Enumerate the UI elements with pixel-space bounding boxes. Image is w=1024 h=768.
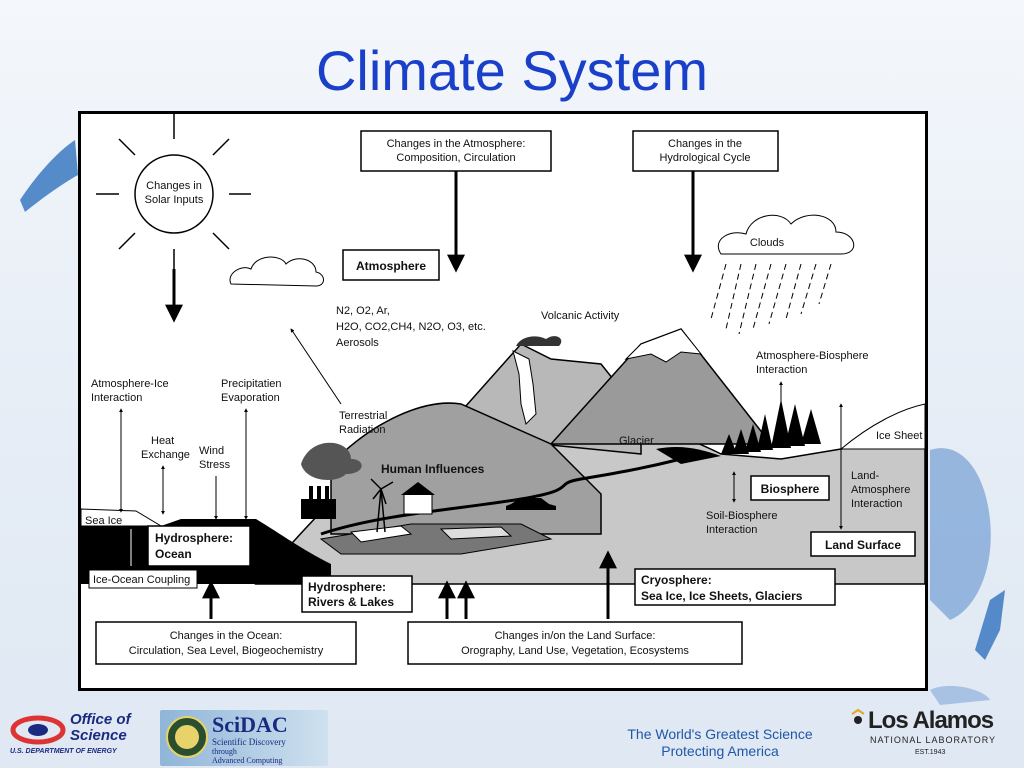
lanl-subtitle: NATIONAL LABORATORY xyxy=(870,735,997,745)
tagline-line1: The World's Greatest Science xyxy=(627,726,813,742)
gases-line1: N2, O2, Ar, xyxy=(336,305,390,317)
climate-diagram: Changes in Solar Inputs Changes in the A… xyxy=(78,111,928,691)
solar-label-2: Solar Inputs xyxy=(145,194,204,206)
doe-science-label: Science xyxy=(70,727,127,744)
ice-sheet-label: Ice Sheet xyxy=(876,430,922,442)
cryosphere-line1: Cryosphere: xyxy=(641,573,712,587)
snow-cap xyxy=(624,328,703,363)
atmosphere-label: Atmosphere xyxy=(356,259,426,273)
rain xyxy=(710,263,832,335)
volcano-smoke xyxy=(516,336,562,346)
atm-ice-line1: Atmosphere-Ice xyxy=(91,378,169,390)
soil-bio-line1: Soil-Biosphere xyxy=(706,510,778,522)
river xyxy=(320,457,682,536)
atmosphere-change-box xyxy=(360,130,552,172)
tagline-line2: Protecting America xyxy=(661,743,779,759)
lake xyxy=(656,446,721,464)
sun xyxy=(96,114,251,269)
land-surface-box xyxy=(810,531,916,557)
hydrosphere-ocean-line1: Hydrosphere: xyxy=(155,531,233,545)
factory xyxy=(301,442,362,519)
gases-line2: H2O, CO2,CH4, N2O, O3, etc. xyxy=(336,321,486,333)
lanl-logo-icon xyxy=(851,708,865,724)
atmosphere-change-line2: Composition, Circulation xyxy=(396,152,515,164)
hydrosphere-ocean-line2: Ocean xyxy=(155,547,192,561)
land-atm-line3: Interaction xyxy=(851,498,902,510)
cryosphere-box xyxy=(634,568,836,606)
precip-line2: Evaporation xyxy=(221,392,280,404)
house xyxy=(401,482,435,515)
cloud-left xyxy=(229,256,324,287)
hydrosphere-rivers-box xyxy=(301,575,413,613)
glacier-label: Glacier xyxy=(619,435,654,447)
human-influences-label: Human Influences xyxy=(381,462,485,476)
soil-bio-line2: Interaction xyxy=(706,524,757,536)
wind-line1: Wind xyxy=(199,445,224,457)
heat-line1: Heat xyxy=(151,435,174,447)
atmosphere-change-line1: Changes in the Atmosphere: xyxy=(387,138,526,150)
atmosphere-box xyxy=(342,249,440,281)
atm-ice-line2: Interaction xyxy=(91,392,142,404)
hydro-change-line1: Changes in the xyxy=(668,138,742,150)
ocean-change-line1: Changes in the Ocean: xyxy=(170,630,283,642)
ice-ocean-label: Ice-Ocean Coupling xyxy=(93,574,190,586)
hydro-change-box xyxy=(632,130,779,172)
lanl-established: EST.1943 xyxy=(915,749,946,756)
ocean-change-box xyxy=(95,621,357,665)
doe-seal-icon xyxy=(166,716,208,758)
land-surface-label: Land Surface xyxy=(825,538,901,552)
precip-line1: Precipitatien xyxy=(221,378,282,390)
slide-title: Climate System xyxy=(315,39,709,102)
lava-flow xyxy=(512,350,537,425)
climate-diagram-svg: Changes in Solar Inputs Changes in the A… xyxy=(81,114,925,665)
land-change-line2: Orography, Land Use, Vegetation, Ecosyst… xyxy=(461,645,689,657)
terrestrial-line2: Radiation xyxy=(339,424,385,436)
scidac-subtitle-1: Scientific Discovery xyxy=(212,737,286,747)
terrestrial-line1: Terrestrial xyxy=(339,410,387,422)
ice-ocean-box xyxy=(88,569,198,589)
doe-swirl-logo xyxy=(10,715,66,745)
clouds-label: Clouds xyxy=(750,237,785,249)
cryosphere-line2: Sea Ice, Ice Sheets, Glaciers xyxy=(641,589,803,603)
ice-sheet-shape xyxy=(839,403,925,450)
hydro-change-line2: Hydrological Cycle xyxy=(659,152,750,164)
sea-ice-label: Sea Ice xyxy=(85,515,122,527)
hydrosphere-rivers-line1: Hydrosphere: xyxy=(308,580,386,594)
scidac-subtitle-3: Advanced Computing xyxy=(212,756,283,765)
biosphere-label: Biosphere xyxy=(761,482,820,496)
hydrosphere-rivers-line2: Rivers & Lakes xyxy=(308,595,394,609)
ocean-change-line2: Circulation, Sea Level, Biogeochemistry xyxy=(129,645,324,657)
hydrosphere-ocean-box xyxy=(147,525,251,567)
atm-bio-line1: Atmosphere-Biosphere xyxy=(756,350,869,362)
cloud-right xyxy=(718,214,854,255)
land-change-box xyxy=(407,621,743,665)
car xyxy=(506,498,556,510)
aerosols-label: Aerosols xyxy=(336,337,379,349)
wind-line2: Stress xyxy=(199,459,231,471)
land-atm-line1: Land- xyxy=(851,470,879,482)
doe-office-label: Office of xyxy=(70,711,131,728)
doe-department-label: U.S. DEPARTMENT OF ENERGY xyxy=(10,748,117,755)
windmill xyxy=(370,478,394,533)
land-change-line1: Changes in/on the Land Surface: xyxy=(495,630,656,642)
biosphere-box xyxy=(750,475,830,501)
scidac-subtitle-2: through xyxy=(212,747,237,756)
solar-label-1: Changes in xyxy=(146,180,202,192)
land-atm-line2: Atmosphere xyxy=(851,484,910,496)
scidac-name: SciDAC xyxy=(212,712,288,737)
heat-line2: Exchange xyxy=(141,449,190,461)
volcanic-label: Volcanic Activity xyxy=(541,310,620,322)
lanl-name: Los Alamos xyxy=(868,707,994,734)
atm-bio-line2: Interaction xyxy=(756,364,807,376)
